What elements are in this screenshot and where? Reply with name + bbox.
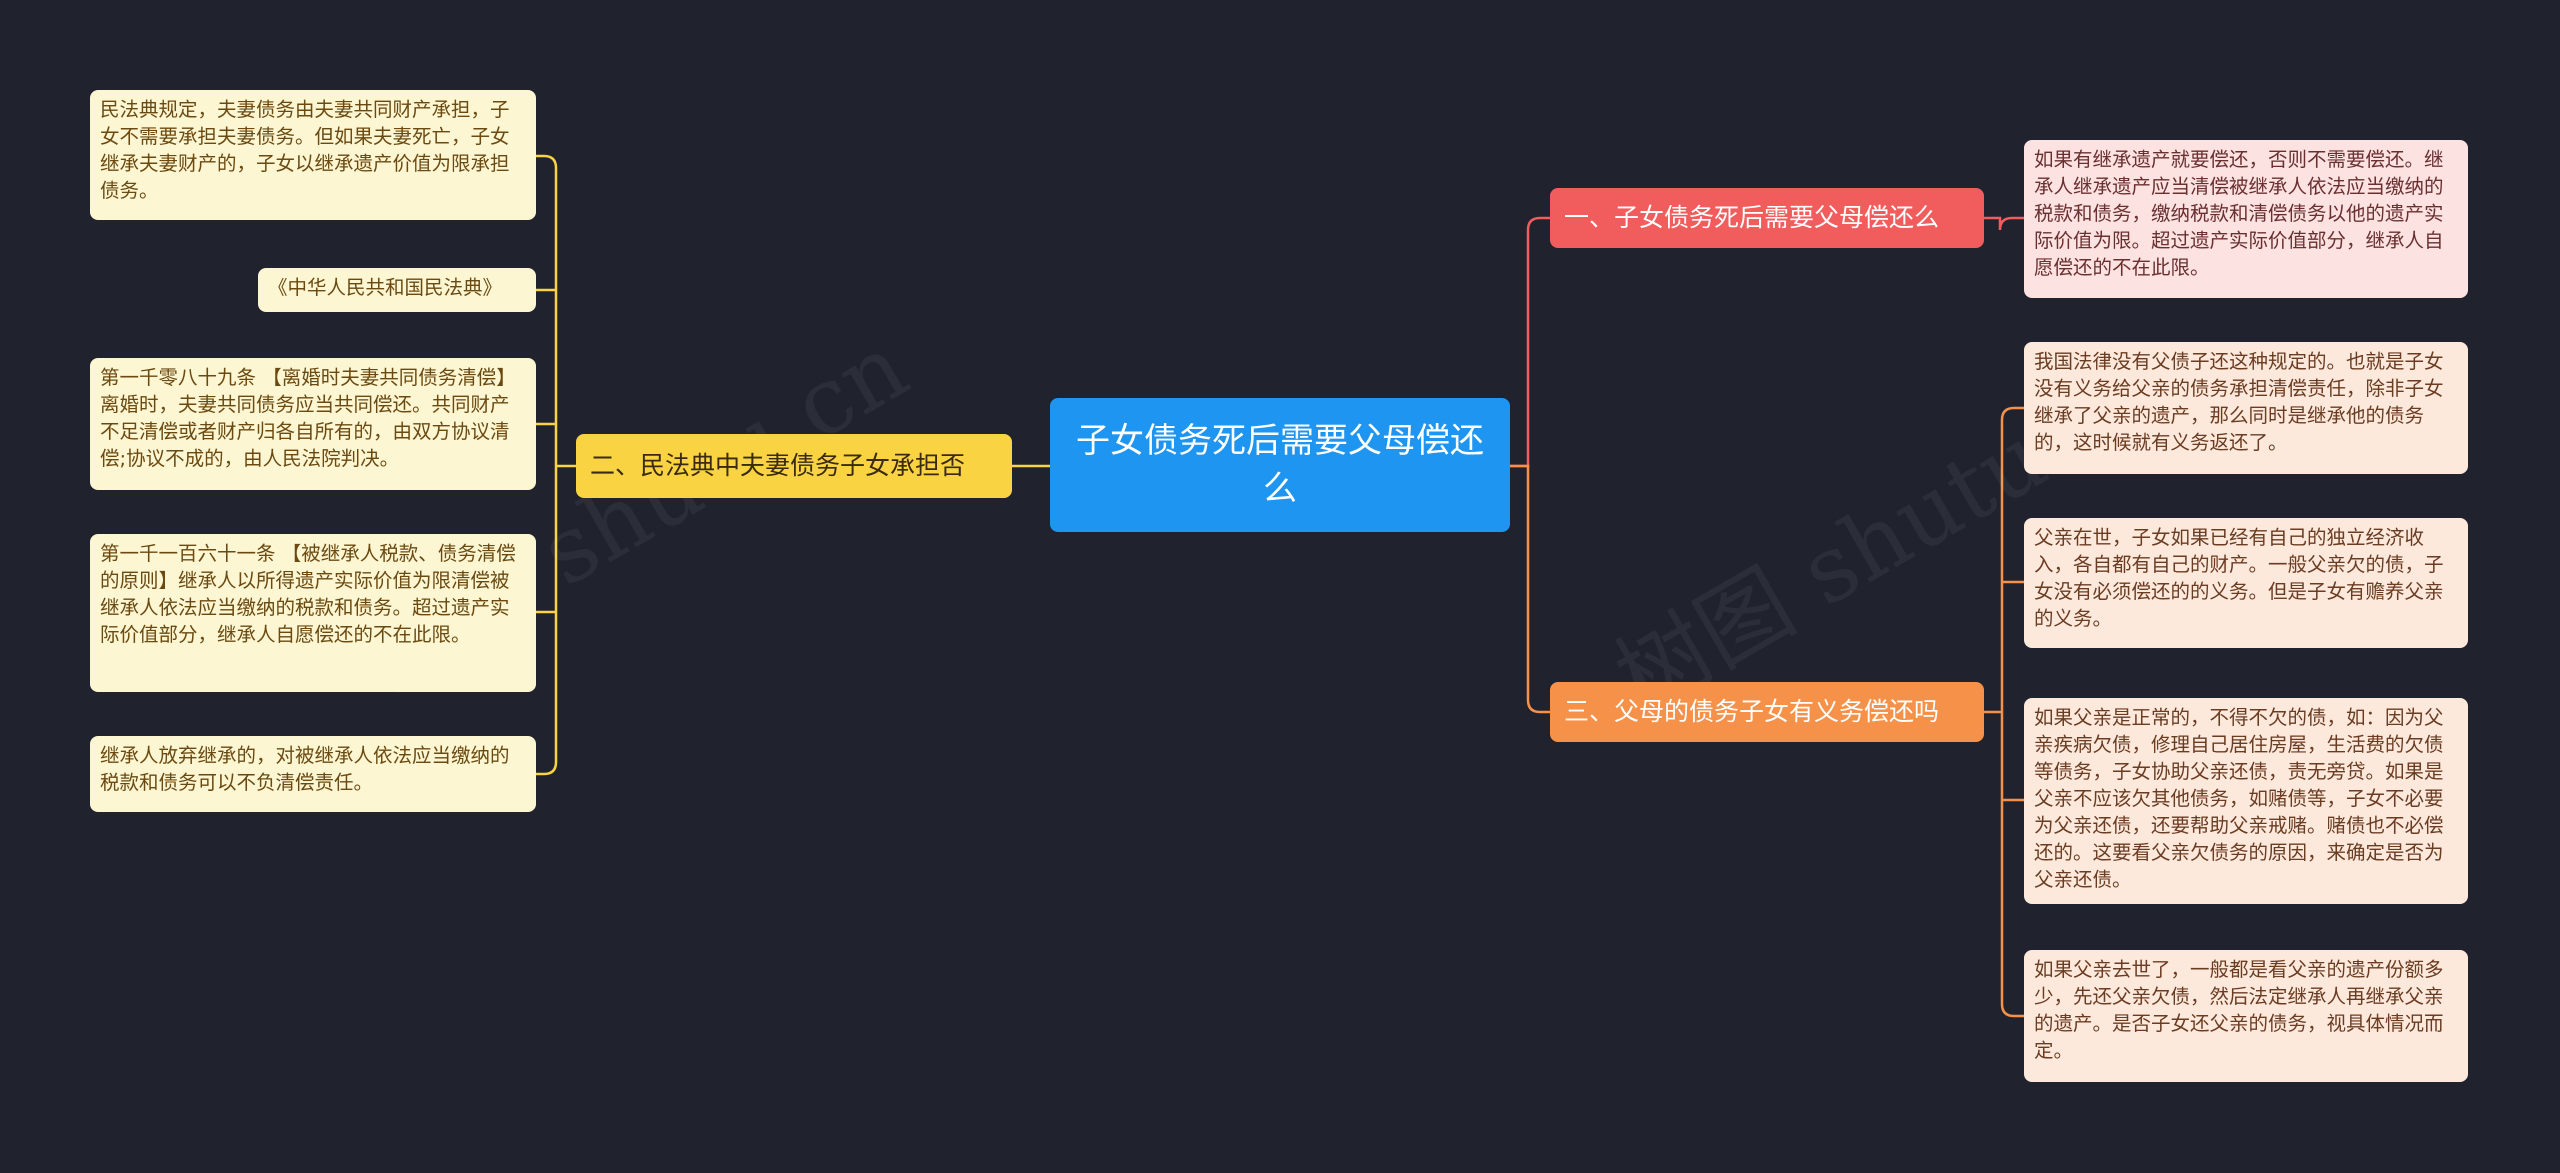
leaf-node-b2-4[interactable]: 第一千一百六十一条 【被继承人税款、债务清偿的原则】继承人以所得遗产实际价值为限… [90,534,536,692]
center-node[interactable]: 子女债务死后需要父母偿还么 [1050,398,1510,532]
leaf-node-b2-2[interactable]: 《中华人民共和国民法典》 [258,268,536,312]
leaf-text: 父亲在世，子女如果已经有自己的独立经济收入，各自都有自己的财产。一般父亲欠的债，… [2034,526,2444,630]
leaf-text: 继承人放弃继承的，对被继承人依法应当缴纳的税款和债务可以不负清偿责任。 [100,744,510,794]
leaf-node-b3-4[interactable]: 如果父亲去世了，一般都是看父亲的遗产份额多少，先还父亲欠债，然后法定继承人再继承… [2024,950,2468,1082]
branch-node-1[interactable]: 一、子女债务死后需要父母偿还么 [1550,188,1984,248]
leaf-node-b3-1[interactable]: 我国法律没有父债子还这种规定的。也就是子女没有义务给父亲的债务承担清偿责任，除非… [2024,342,2468,474]
connector-b2-leaves [536,154,576,776]
connector-b3-leaves [1984,406,2024,1018]
branch-node-1-label: 一、子女债务死后需要父母偿还么 [1564,203,1940,232]
leaf-text: 第一千零八十九条 【离婚时夫妻共同债务清偿】离婚时，夫妻共同债务应当共同偿还。共… [100,366,516,470]
branch-node-2[interactable]: 二、民法典中夫妻债务子女承担否 [576,434,1012,498]
leaf-text: 我国法律没有父债子还这种规定的。也就是子女没有义务给父亲的债务承担清偿责任，除非… [2034,350,2444,454]
leaf-text: 如果父亲是正常的，不得不欠的债，如：因为父亲疾病欠债，修理自己居住房屋，生活费的… [2034,706,2444,891]
leaf-text: 第一千一百六十一条 【被继承人税款、债务清偿的原则】继承人以所得遗产实际价值为限… [100,542,516,646]
leaf-text: 民法典规定，夫妻债务由夫妻共同财产承担，子女不需要承担夫妻债务。但如果夫妻死亡，… [100,98,510,202]
leaf-text: 如果有继承遗产就要偿还，否则不需要偿还。继承人继承遗产应当清偿被继承人依法应当缴… [2034,148,2444,279]
connector-center-b3 [1510,464,1550,714]
branch-node-3[interactable]: 三、父母的债务子女有义务偿还吗 [1550,682,1984,742]
branch-node-2-label: 二、民法典中夫妻债务子女承担否 [590,451,966,480]
leaf-node-b1-1[interactable]: 如果有继承遗产就要偿还，否则不需要偿还。继承人继承遗产应当清偿被继承人依法应当缴… [2024,140,2468,298]
center-node-label: 子女债务死后需要父母偿还么 [1076,421,1484,509]
leaf-node-b3-3[interactable]: 如果父亲是正常的，不得不欠的债，如：因为父亲疾病欠债，修理自己居住房屋，生活费的… [2024,698,2468,904]
leaf-node-b2-3[interactable]: 第一千零八十九条 【离婚时夫妻共同债务清偿】离婚时，夫妻共同债务应当共同偿还。共… [90,358,536,490]
connector-b1-leaf [1984,216,2024,231]
leaf-node-b3-2[interactable]: 父亲在世，子女如果已经有自己的独立经济收入，各自都有自己的财产。一般父亲欠的债，… [2024,518,2468,648]
leaf-node-b2-5[interactable]: 继承人放弃继承的，对被继承人依法应当缴纳的税款和债务可以不负清偿责任。 [90,736,536,812]
leaf-node-b2-1[interactable]: 民法典规定，夫妻债务由夫妻共同财产承担，子女不需要承担夫妻债务。但如果夫妻死亡，… [90,90,536,220]
connector-center-b1 [1510,216,1550,468]
leaf-text: 《中华人民共和国民法典》 [268,276,503,299]
leaf-text: 如果父亲去世了，一般都是看父亲的遗产份额多少，先还父亲欠债，然后法定继承人再继承… [2034,958,2444,1062]
branch-node-3-label: 三、父母的债务子女有义务偿还吗 [1564,697,1940,726]
